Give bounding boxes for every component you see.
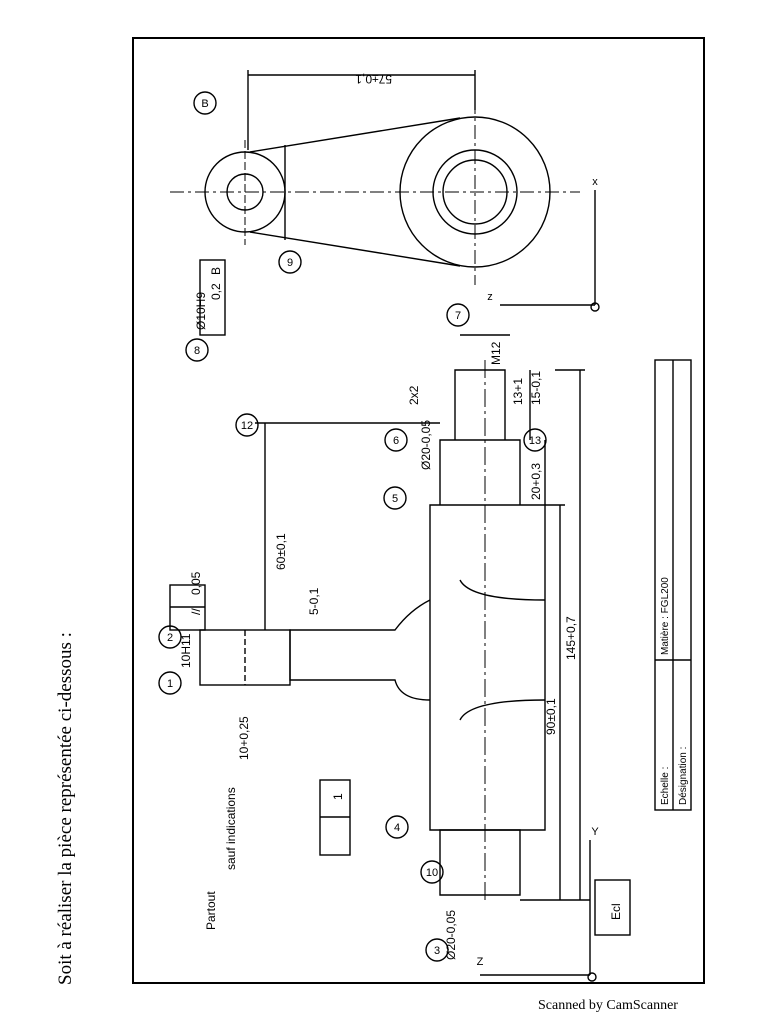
axis-x: x [592,176,598,188]
tol-parallel: // [189,608,203,615]
callout-9: 9 [287,257,293,269]
title-echelle: Echelle : [660,767,671,805]
axis-y: Y [591,826,599,838]
tol-02: 0,2 [209,283,223,300]
tol-datum-b: B [209,267,223,275]
dim-d20a: Ø20-0,05 [444,910,458,960]
drawing-frame [132,37,705,984]
dim-5: 5-0,1 [307,587,321,615]
note-sauf: sauf indications [224,787,238,870]
title-designation: Désignation : [678,747,689,805]
callout-10: 10 [426,867,438,879]
callout-6: 6 [393,435,399,447]
dim-60: 60±0,1 [274,533,288,570]
dim-15: 15-0,1 [529,371,543,405]
callout-5: 5 [392,493,398,505]
callout-3: 3 [434,945,440,957]
scanner-watermark: Scanned by CamScanner [538,998,678,1013]
dim-10h11: 10H11 [179,633,193,668]
note-partout: Partout [204,891,218,930]
callout-2: 2 [167,632,173,644]
dim-145: 145+0,7 [564,616,578,660]
axis-z2: Z [477,956,484,968]
dim-10025: 10+0,25 [237,716,251,760]
dim-90: 90±0,1 [544,698,558,735]
axis-z: z [487,291,493,303]
callout-7: 7 [455,310,461,322]
tol-concentric: 1 [331,793,345,800]
callout-13: 13 [529,435,541,447]
tol-ecl: Ecl [609,903,623,920]
title-matiere: Matière : FGL200 [660,577,671,655]
callout-12: 12 [241,420,253,432]
dim-57: 57±0,1 [355,72,392,86]
dim-13: 13+1 [511,378,525,405]
dim-m12: M12 [489,341,503,365]
callout-b: B [201,98,208,110]
tol-005: 0,05 [189,571,203,595]
dim-2x2: 2x2 [407,385,421,405]
dim-d20b: Ø20-0,05 [419,420,433,470]
dim-10h9: Ø10H9 [194,292,208,330]
dim-20: 20+0,3 [529,463,543,500]
callout-1: 1 [167,678,173,690]
callout-8: 8 [194,345,200,357]
callout-4: 4 [394,822,400,834]
